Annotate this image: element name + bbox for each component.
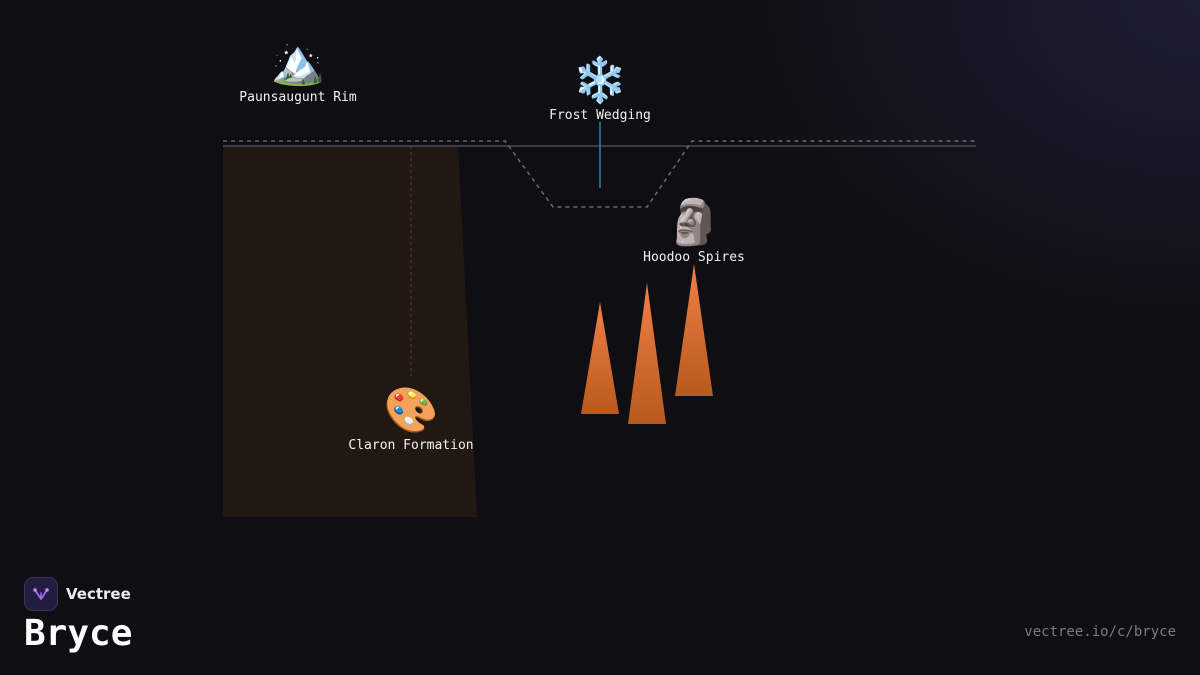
hoodoo-spire <box>628 283 666 424</box>
mountain-icon: 🏔️ <box>270 37 326 88</box>
page-title: Bryce <box>24 613 133 654</box>
page-url[interactable]: vectree.io/c/bryce <box>1024 624 1176 640</box>
node-label: Paunsaugunt Rim <box>239 90 357 105</box>
hoodoo-spire <box>675 264 713 396</box>
brand-name: Vectree <box>66 585 131 603</box>
node-claron-formation: 🎨 Claron Formation <box>348 385 474 454</box>
moai-icon: 🗿 <box>666 197 722 248</box>
node-frost-wedging: ❄️ Frost Wedging <box>549 55 651 124</box>
hoodoo-spire <box>581 302 619 414</box>
palette-icon: 🎨 <box>383 385 439 436</box>
brand: Vectree <box>24 577 131 611</box>
vectree-logo-icon <box>24 577 58 611</box>
node-label: Hoodoo Spires <box>643 250 745 265</box>
plateau-outline <box>223 140 976 208</box>
node-paunsaugunt-rim: 🏔️ Paunsaugunt Rim <box>239 37 357 106</box>
node-label: Claron Formation <box>348 438 474 453</box>
node-hoodoo-spires: 🗿 Hoodoo Spires <box>643 197 745 266</box>
snowflake-icon: ❄️ <box>572 55 628 106</box>
claron-formation-block <box>223 146 477 517</box>
node-label: Frost Wedging <box>549 108 651 123</box>
